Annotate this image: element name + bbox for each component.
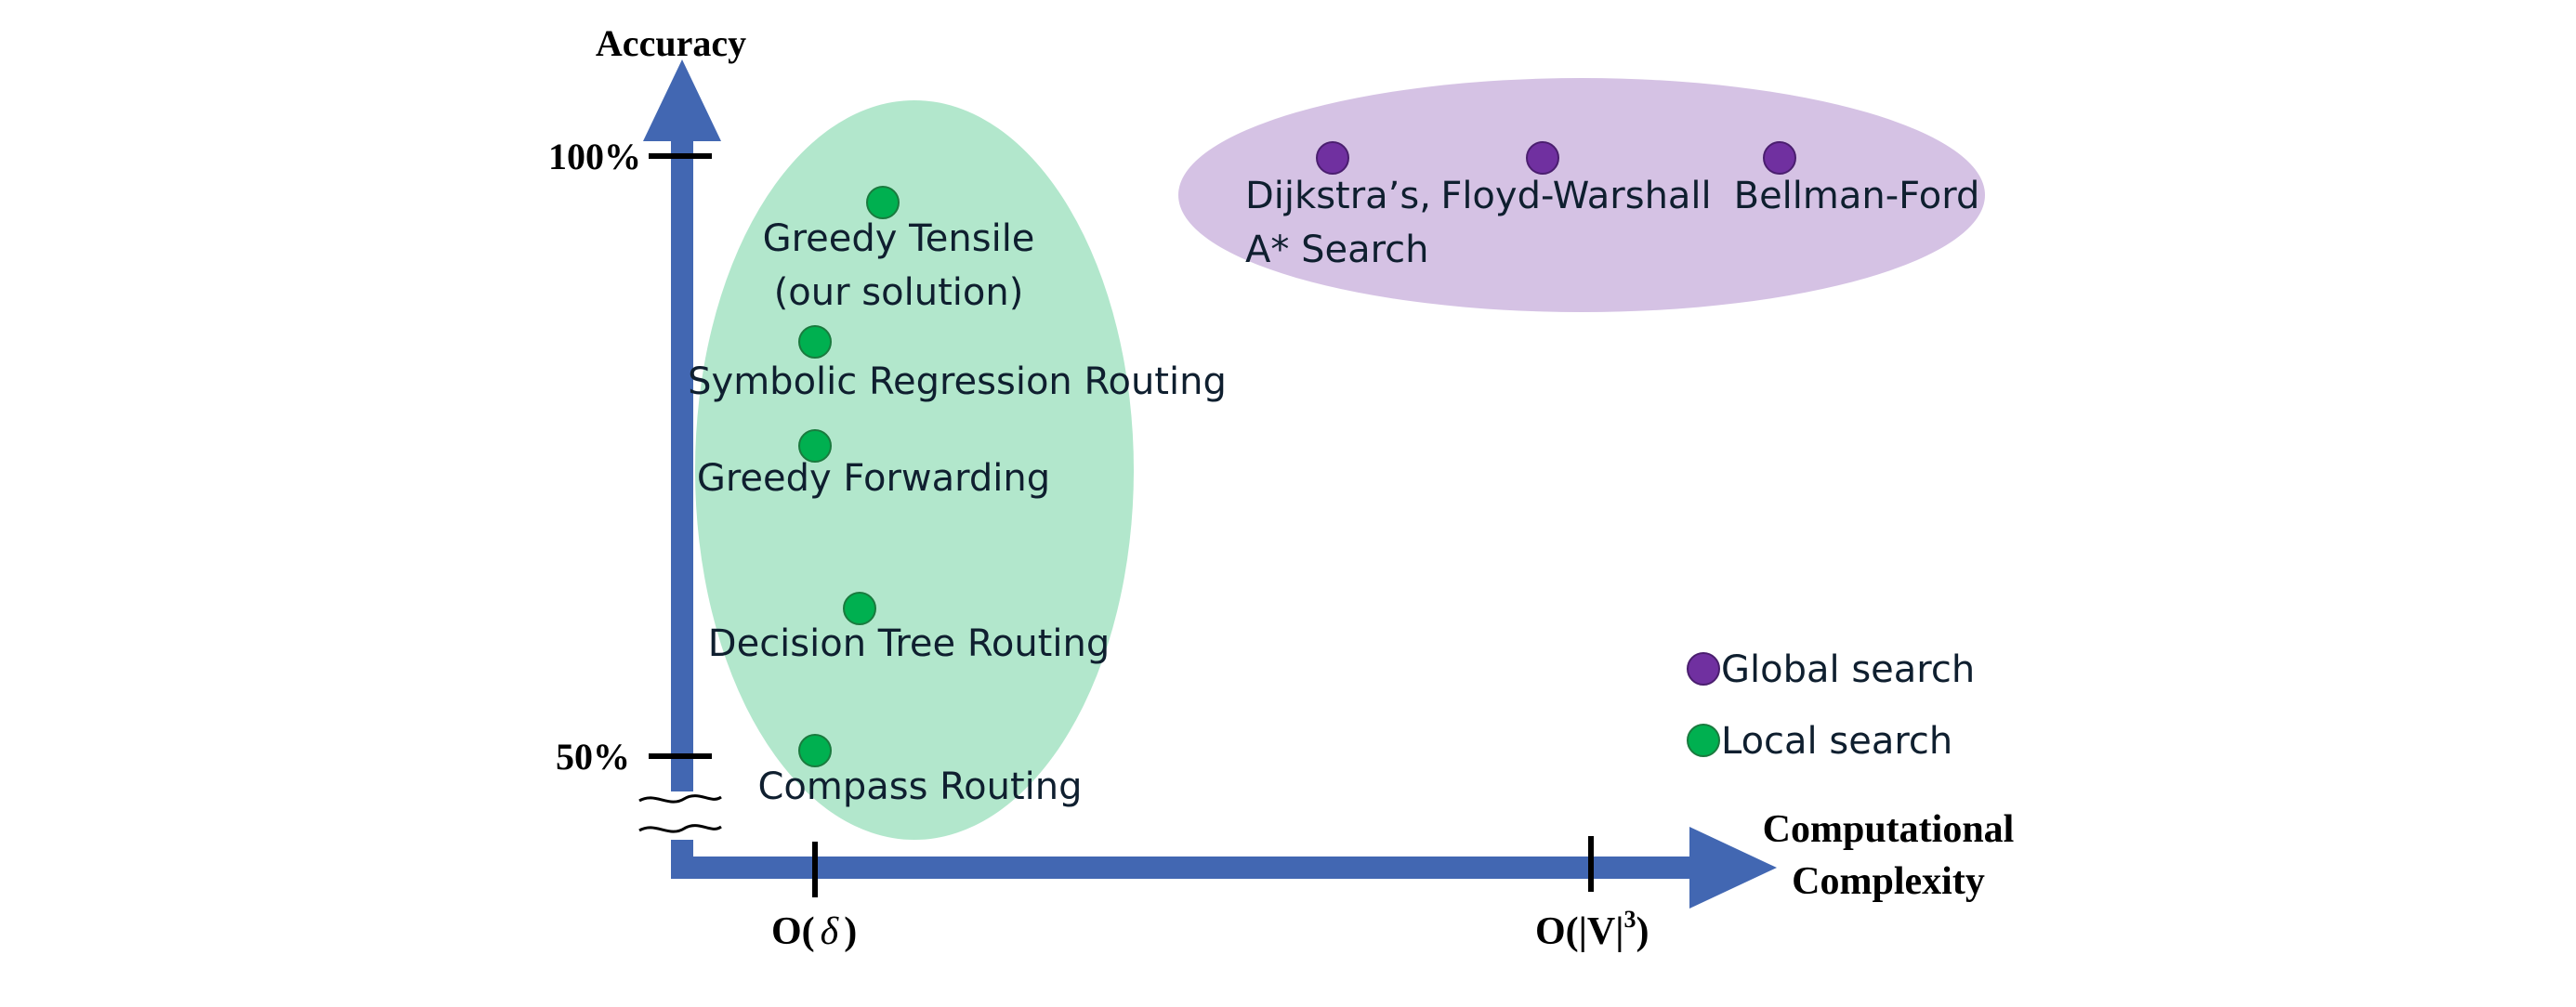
dot-compass-routing [798, 734, 832, 767]
x-tick-label-v3-open: O(|V| [1535, 910, 1623, 953]
label-greedy-tensile: Greedy Tensile [763, 217, 1035, 260]
axis-break-top [638, 794, 722, 804]
local-search-region [695, 100, 1134, 840]
label-dijkstra: Dijkstra’s, [1245, 175, 1431, 217]
label-symbolic-regression: Symbolic Regression Routing [688, 360, 1227, 403]
dot-decision-tree [843, 592, 876, 625]
label-decision-tree: Decision Tree Routing [708, 622, 1110, 665]
y-axis-shaft [671, 139, 693, 791]
y-tick-label-100: 100% [548, 136, 641, 177]
legend-local-label: Local search [1721, 720, 1952, 763]
label-bellman-ford: Bellman-Ford [1734, 175, 1980, 217]
dot-greedy-forwarding [798, 429, 832, 463]
y-axis-arrowhead [643, 59, 721, 141]
axis-break-bottom [638, 824, 722, 833]
label-greedy-forwarding: Greedy Forwarding [697, 457, 1050, 500]
dot-greedy-tensile [866, 186, 900, 219]
label-floyd-warshall: Floyd-Warshall [1440, 175, 1711, 217]
dot-floyd-warshall [1526, 141, 1559, 175]
x-tick-label-v3-close: ) [1636, 910, 1649, 953]
label-greedy-tensile-sub: (our solution) [774, 271, 1024, 314]
legend-global-label: Global search [1721, 648, 1975, 691]
label-a-star: A* Search [1245, 229, 1429, 271]
x-tick-label-delta: O(δ) [771, 910, 857, 953]
label-compass-routing: Compass Routing [757, 765, 1082, 808]
x-axis-shaft [671, 857, 1693, 879]
y-tick-label-50: 50% [556, 736, 630, 778]
x-tick-label-delta-close: ) [844, 910, 857, 953]
x-axis-arrowhead [1689, 827, 1777, 909]
legend-local-dot [1687, 724, 1720, 757]
x-axis-title-line1: Computational [1763, 808, 2015, 851]
x-axis-title-line2: Complexity [1792, 860, 1985, 903]
y-axis-title: Accuracy [596, 22, 746, 64]
x-tick-label-delta-symbol: δ [821, 910, 840, 953]
x-tick-label-v3-sup: 3 [1623, 906, 1636, 933]
global-search-region [1178, 78, 1985, 312]
dot-dijkstra [1316, 141, 1349, 175]
dot-symbolic-regression [798, 325, 832, 359]
legend-global-dot [1687, 652, 1720, 686]
dot-bellman-ford [1763, 141, 1796, 175]
x-tick-label-v3: O(|V|3) [1535, 906, 1649, 953]
x-tick-label-delta-open: O( [771, 910, 815, 953]
